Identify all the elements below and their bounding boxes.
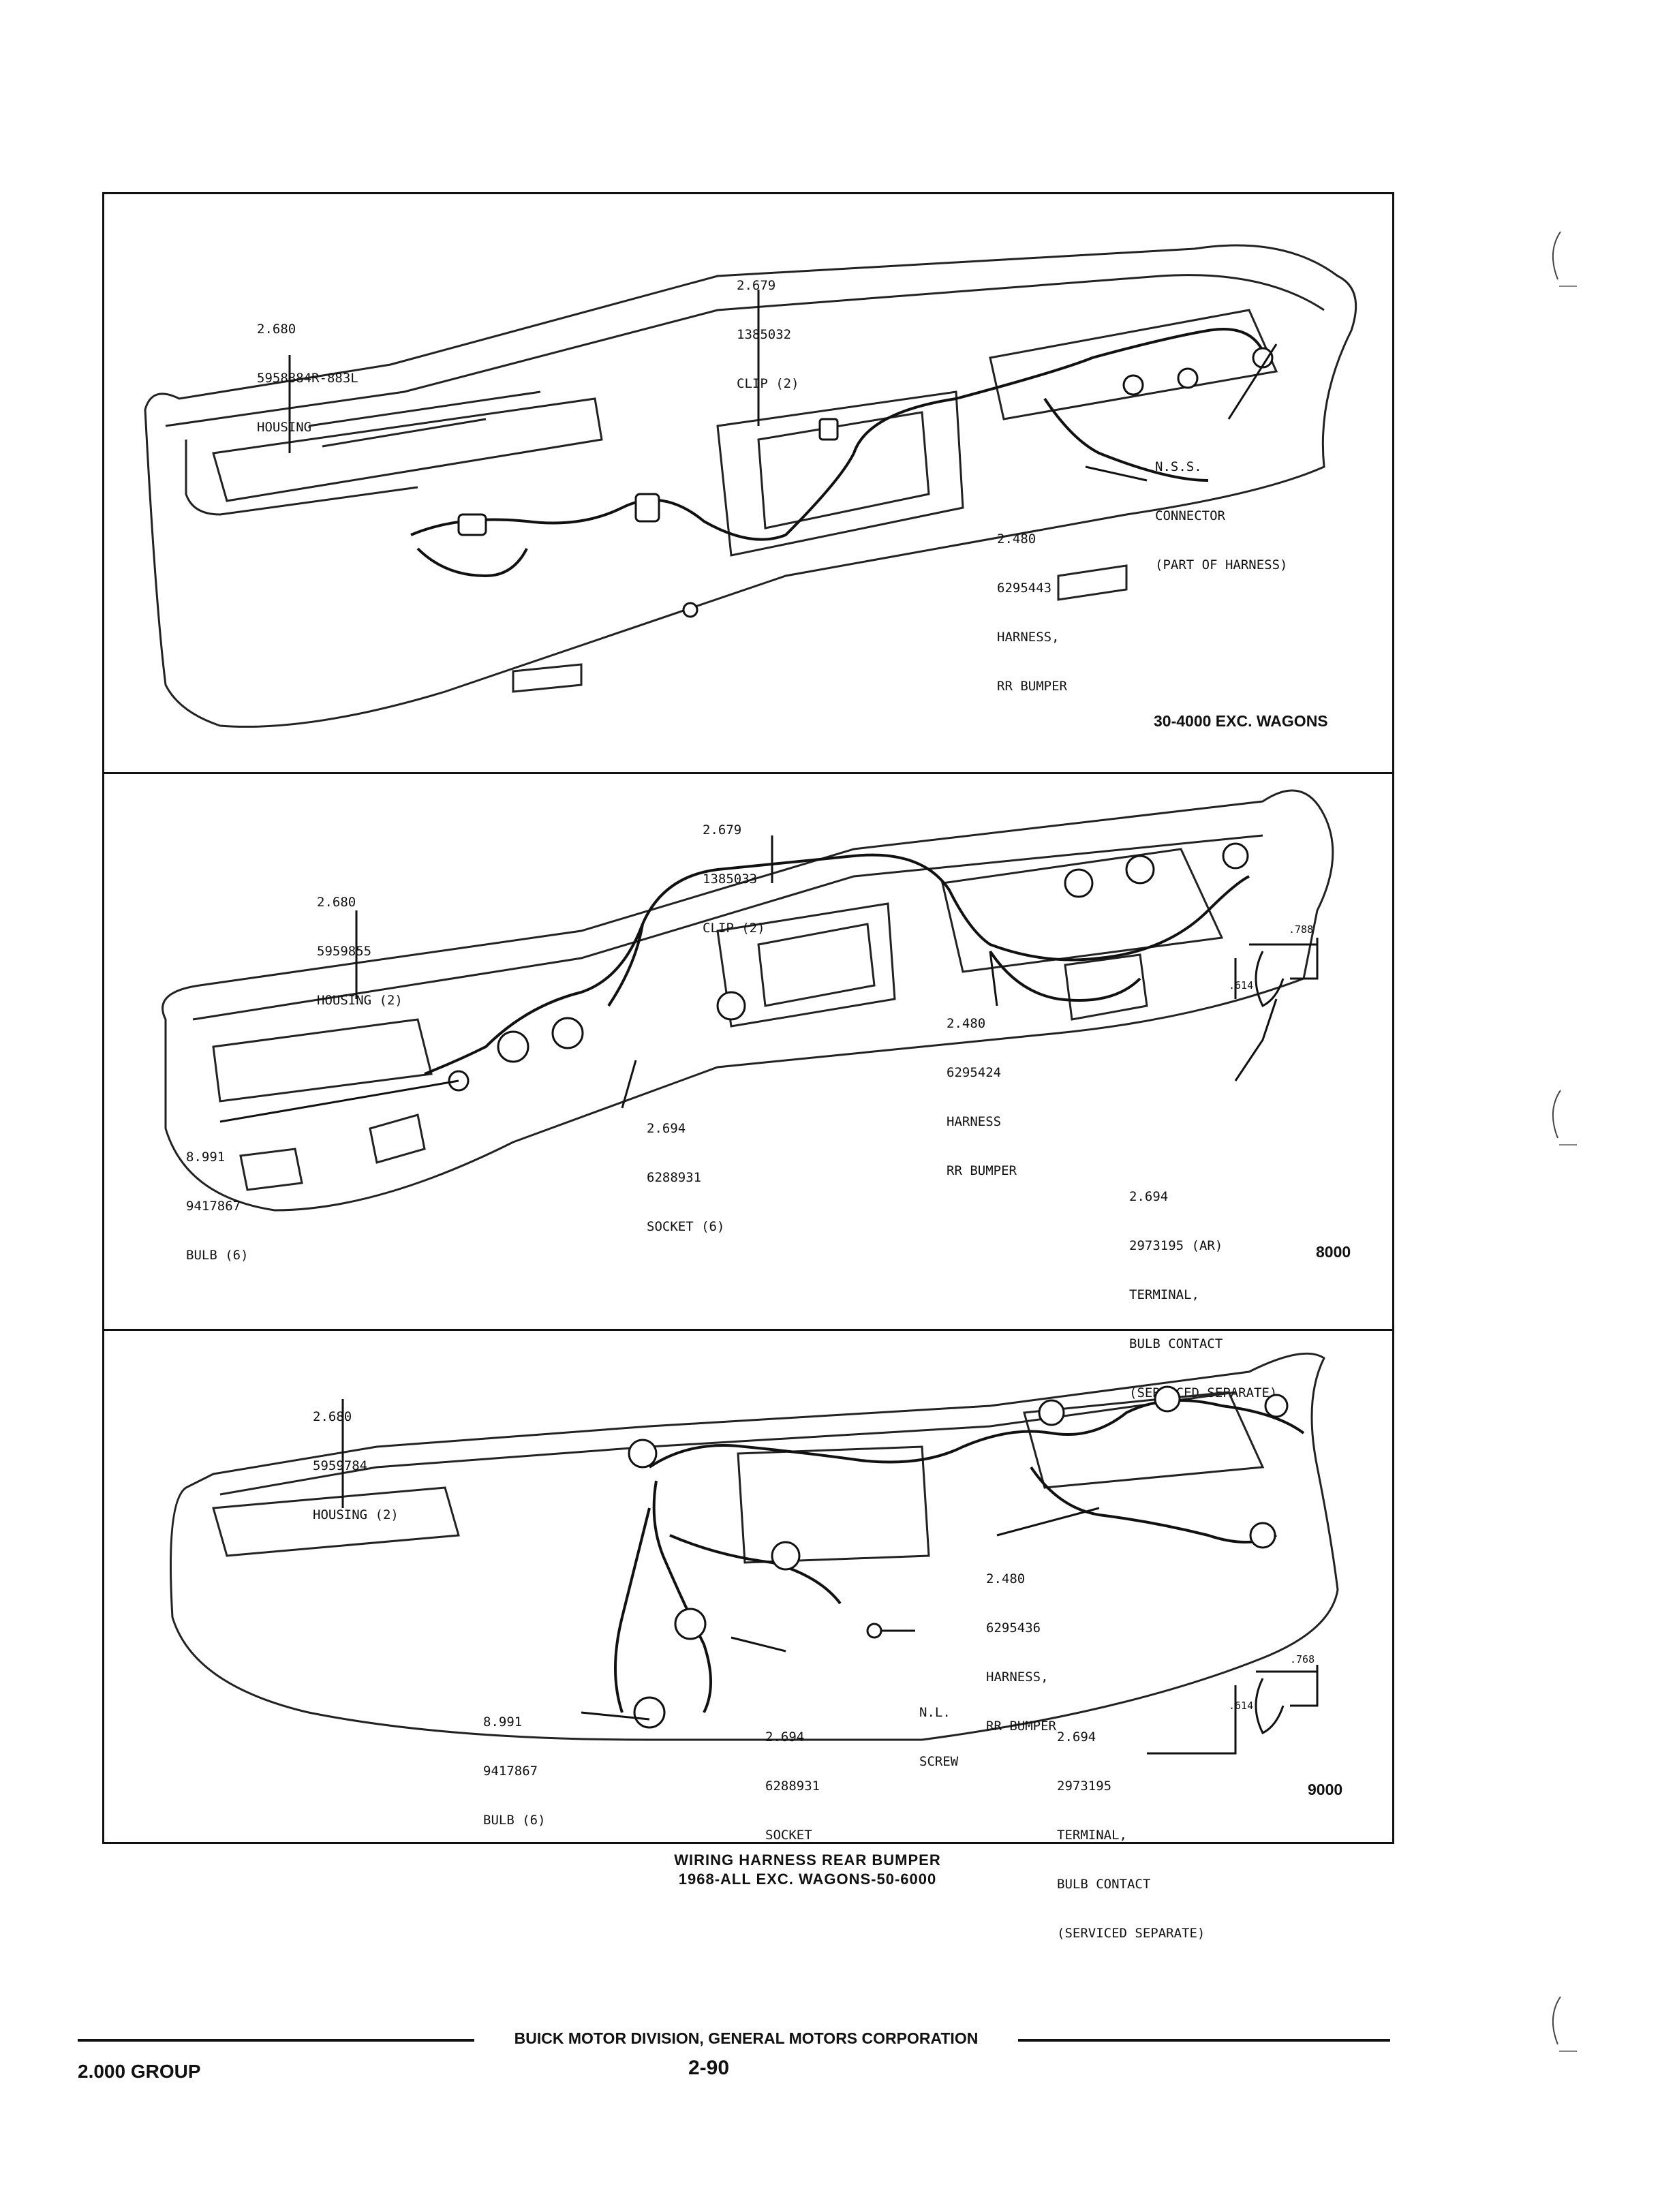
- bumper-drawing-9000: [170, 1352, 1339, 1755]
- callout-screw: N.L. SCREW: [919, 1672, 966, 1802]
- panel-label: 8000: [1316, 1243, 1351, 1261]
- callout-harness: 2.480 6295424 HARNESS RR BUMPER: [947, 983, 1017, 1212]
- dimension-width: .788: [1289, 923, 1314, 936]
- callout-line: HARNESS: [947, 1114, 1002, 1129]
- callout-line: 1385032: [737, 327, 792, 342]
- callout-line: 5959784: [313, 1458, 368, 1473]
- footer-rule-right: [1018, 2039, 1390, 2042]
- panel-divider: [104, 1329, 1392, 1331]
- callout-line: 2.680: [257, 322, 296, 337]
- dimension-width: .768: [1290, 1653, 1315, 1665]
- callout-socket: 2.694 6288931 SOCKET: [765, 1696, 820, 1876]
- callout-clip: 2.679 1385032 CLIP (2): [737, 245, 799, 425]
- callout-line: 5959855: [317, 944, 372, 959]
- callout-line: N.S.S.: [1155, 459, 1202, 474]
- footer-group: 2.000 GROUP: [78, 2061, 201, 2082]
- panel-9000: 2.680 5959784 HOUSING (2) 2.480 6295436 …: [104, 1331, 1392, 1941]
- callout-line: SOCKET (6): [647, 1219, 725, 1234]
- dimension-height: .614: [1229, 1700, 1254, 1712]
- caption-line-2: 1968-ALL EXC. WAGONS-50-6000: [678, 1871, 937, 1888]
- callout-line: 2.694: [1129, 1189, 1169, 1204]
- terminal-detail-8000: [1234, 938, 1319, 1081]
- callout-bulb: 8.991 9417867 BULB (6): [483, 1681, 546, 1861]
- figure-frame: 2.680 5958884R-883L HOUSING 2.679 138503…: [102, 192, 1394, 1941]
- callout-line: 2.480: [947, 1016, 986, 1031]
- callout-clip: 2.679 1385033 CLIP (2): [703, 789, 765, 969]
- callout-line: 5958884R-883L: [257, 371, 358, 386]
- figure-caption: WIRING HARNESS REAR BUMPER 1968-ALL EXC.…: [0, 1851, 1645, 1889]
- callout-line: 2.694: [1057, 1730, 1096, 1745]
- callout-line: (PART OF HARNESS): [1155, 557, 1288, 572]
- callout-line: RR BUMPER: [947, 1163, 1017, 1178]
- callout-line: 2.679: [737, 278, 776, 293]
- panel-8000: 2.679 1385033 CLIP (2) 2.680 5959855 HOU…: [104, 774, 1392, 1400]
- callout-line: RR BUMPER: [986, 1719, 1056, 1734]
- footer-rule-left: [78, 2039, 474, 2042]
- bumper-drawing-8000: [162, 789, 1334, 1212]
- callout-line: BULB CONTACT: [1057, 1877, 1151, 1892]
- callout-line: 2.680: [317, 895, 356, 910]
- callout-line: TERMINAL,: [1129, 1287, 1199, 1302]
- terminal-detail-9000: [1234, 1665, 1319, 1735]
- callout-line: 2.694: [765, 1730, 805, 1745]
- caption-line-1: WIRING HARNESS REAR BUMPER: [674, 1852, 941, 1869]
- callout-bulb: 8.991 9417867 BULB (6): [186, 1116, 249, 1296]
- callout-line: 2.679: [703, 823, 742, 838]
- panel-divider: [104, 772, 1392, 774]
- callout-line: (SERVICED SEPARATE): [1057, 1926, 1205, 1941]
- callout-line: 6295443: [997, 581, 1052, 596]
- callout-line: 8.991: [186, 1150, 226, 1165]
- bumper-drawing-30-4000: [144, 244, 1357, 728]
- callout-line: BULB (6): [186, 1248, 249, 1263]
- margin-mark: [1552, 1090, 1577, 1146]
- callout-terminal: 2.694 2973195 (AR) TERMINAL, BULB CONTAC…: [1129, 1156, 1277, 1434]
- callout-housing: 2.680 5959784 HOUSING (2): [313, 1376, 399, 1556]
- callout-line: 9417867: [483, 1764, 538, 1779]
- callout-line: 9417867: [186, 1199, 241, 1214]
- callout-line: 1385033: [703, 872, 758, 887]
- callout-line: HOUSING: [257, 420, 312, 435]
- callout-line: N.L.: [919, 1705, 951, 1720]
- margin-mark: [1552, 231, 1577, 287]
- callout-line: HARNESS,: [986, 1670, 1049, 1685]
- margin-mark: [1552, 1996, 1577, 2052]
- callout-housing: 2.680 5958884R-883L HOUSING: [257, 288, 358, 468]
- callout-line: TERMINAL,: [1057, 1828, 1127, 1843]
- callout-housing: 2.680 5959855 HOUSING (2): [317, 861, 403, 1041]
- callout-line: SOCKET: [765, 1828, 812, 1843]
- callout-line: HARNESS,: [997, 630, 1060, 645]
- callout-line: 2973195 (AR): [1129, 1238, 1223, 1253]
- panel-label: 30-4000 EXC. WAGONS: [1154, 712, 1328, 730]
- callout-connector: N.S.S. CONNECTOR (PART OF HARNESS): [1155, 426, 1287, 606]
- callout-line: 2973195: [1057, 1779, 1112, 1794]
- callout-line: CLIP (2): [737, 376, 799, 391]
- dimension-height: .614: [1229, 979, 1254, 992]
- footer-division: BUICK MOTOR DIVISION, GENERAL MOTORS COR…: [514, 2029, 979, 2047]
- callout-terminal: 2.694 2973195 TERMINAL, BULB CONTACT (SE…: [1057, 1696, 1205, 1974]
- callout-line: 6288931: [647, 1170, 702, 1185]
- callout-harness: 2.480 6295436 HARNESS, RR BUMPER: [986, 1538, 1056, 1767]
- panel-30-4000: 2.680 5958884R-883L HOUSING 2.679 138503…: [104, 194, 1392, 772]
- panel-label: 9000: [1308, 1781, 1343, 1798]
- callout-line: BULB CONTACT: [1129, 1336, 1223, 1351]
- callout-line: HOUSING (2): [317, 993, 403, 1008]
- callout-line: HOUSING (2): [313, 1507, 399, 1522]
- callout-line: 6295424: [947, 1065, 1002, 1080]
- callout-line: 2.694: [647, 1121, 686, 1136]
- callout-line: 2.480: [997, 532, 1036, 547]
- callout-line: CLIP (2): [703, 921, 765, 936]
- callout-line: RR BUMPER: [997, 679, 1067, 694]
- footer-page-number: 2-90: [688, 2057, 730, 2079]
- callout-harness: 2.480 6295443 HARNESS, RR BUMPER: [997, 498, 1067, 727]
- callout-line: 8.991: [483, 1715, 523, 1730]
- callout-line: 2.680: [313, 1409, 352, 1424]
- callout-line: 2.480: [986, 1571, 1026, 1586]
- callout-socket: 2.694 6288931 SOCKET (6): [647, 1088, 724, 1268]
- callout-line: SCREW: [919, 1754, 959, 1769]
- callout-line: 6295436: [986, 1620, 1041, 1635]
- callout-line: BULB (6): [483, 1813, 546, 1828]
- callout-line: 6288931: [765, 1779, 820, 1794]
- callout-line: CONNECTOR: [1155, 508, 1225, 523]
